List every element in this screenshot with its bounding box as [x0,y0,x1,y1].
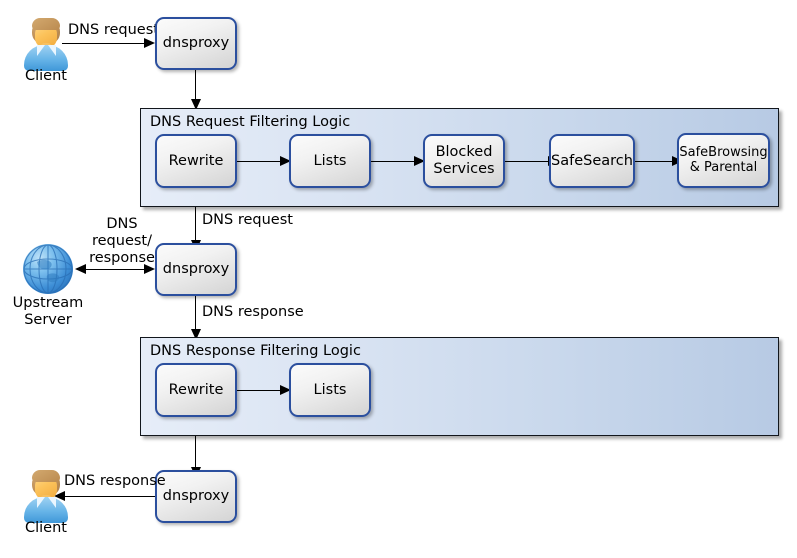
edge-label-proxy-to-upstream: DNS request/ response [89,216,155,267]
edge-label-proxy-to-response-filter: DNS response [202,304,304,320]
node-dnsproxy-bottom[interactable]: dnsproxy [155,470,237,523]
stage-safebrowsing-label: SafeBrowsing & Parental [679,144,768,175]
arrow-proxy-to-request-filter-head [190,99,201,110]
arrow-client-to-proxy-head [144,37,155,48]
arrow-blocked-to-safesearch-line [505,161,549,162]
stage-request-safebrowsing-parental[interactable]: SafeBrowsing & Parental [677,133,770,188]
arrow-rewrite-to-lists-line [237,161,281,162]
stage-request-rewrite[interactable]: Rewrite [155,134,237,188]
edge-label-proxy-to-client: DNS response [64,473,166,489]
stage-response-lists[interactable]: Lists [289,363,371,417]
container-request-filtering-title: DNS Request Filtering Logic [150,114,351,130]
node-dnsproxy-middle[interactable]: dnsproxy [155,243,237,296]
stage-request-blocked-services[interactable]: Blocked Services [423,134,505,188]
client-bottom-person-icon [22,470,70,526]
client-person-icon [22,18,70,74]
arrow-proxy-to-request-filter-line [195,70,196,102]
client-bottom-caption: Client [25,520,67,536]
arrow-proxy-to-response-filter-line [195,296,196,332]
arrow-upstream-proxy-head-right [144,263,155,274]
arrow-proxy-to-response-filter-head [190,329,201,340]
arrow-lists-to-blocked-head [414,155,425,166]
arrow-response-filter-to-proxy-line [195,436,196,470]
edge-label-client-to-proxy: DNS request [68,22,159,38]
stage-blocked-services-label: Blocked Services [433,144,495,177]
stage-request-lists[interactable]: Lists [289,134,371,188]
arrow-client-to-proxy-line [62,43,145,44]
upstream-server-caption: Upstream Server [12,295,84,329]
arrow-response-rewrite-to-lists-line [237,390,281,391]
arrow-response-rewrite-to-lists-head [280,384,291,395]
container-response-filtering-title: DNS Response Filtering Logic [150,343,361,359]
arrow-lists-to-blocked-line [371,161,415,162]
container-response-filtering: DNS Response Filtering Logic [140,337,779,436]
arrow-rewrite-to-lists-head [280,155,291,166]
client-top-caption: Client [25,68,67,84]
node-dnsproxy-top[interactable]: dnsproxy [155,17,237,70]
upstream-server-globe-icon [23,244,73,294]
arrow-upstream-proxy-head-left [75,263,86,274]
arrow-safesearch-to-safebrowsing-line [635,161,673,162]
arrow-proxy-to-client-line [62,496,155,497]
edge-label-request-filter-to-proxy: DNS request [202,212,293,228]
arrow-request-filter-to-proxy-line [195,207,196,243]
stage-request-safesearch[interactable]: SafeSearch [549,134,635,188]
arrow-upstream-proxy-line [83,269,145,270]
arrow-proxy-to-client-head [54,490,65,501]
stage-response-rewrite[interactable]: Rewrite [155,363,237,417]
